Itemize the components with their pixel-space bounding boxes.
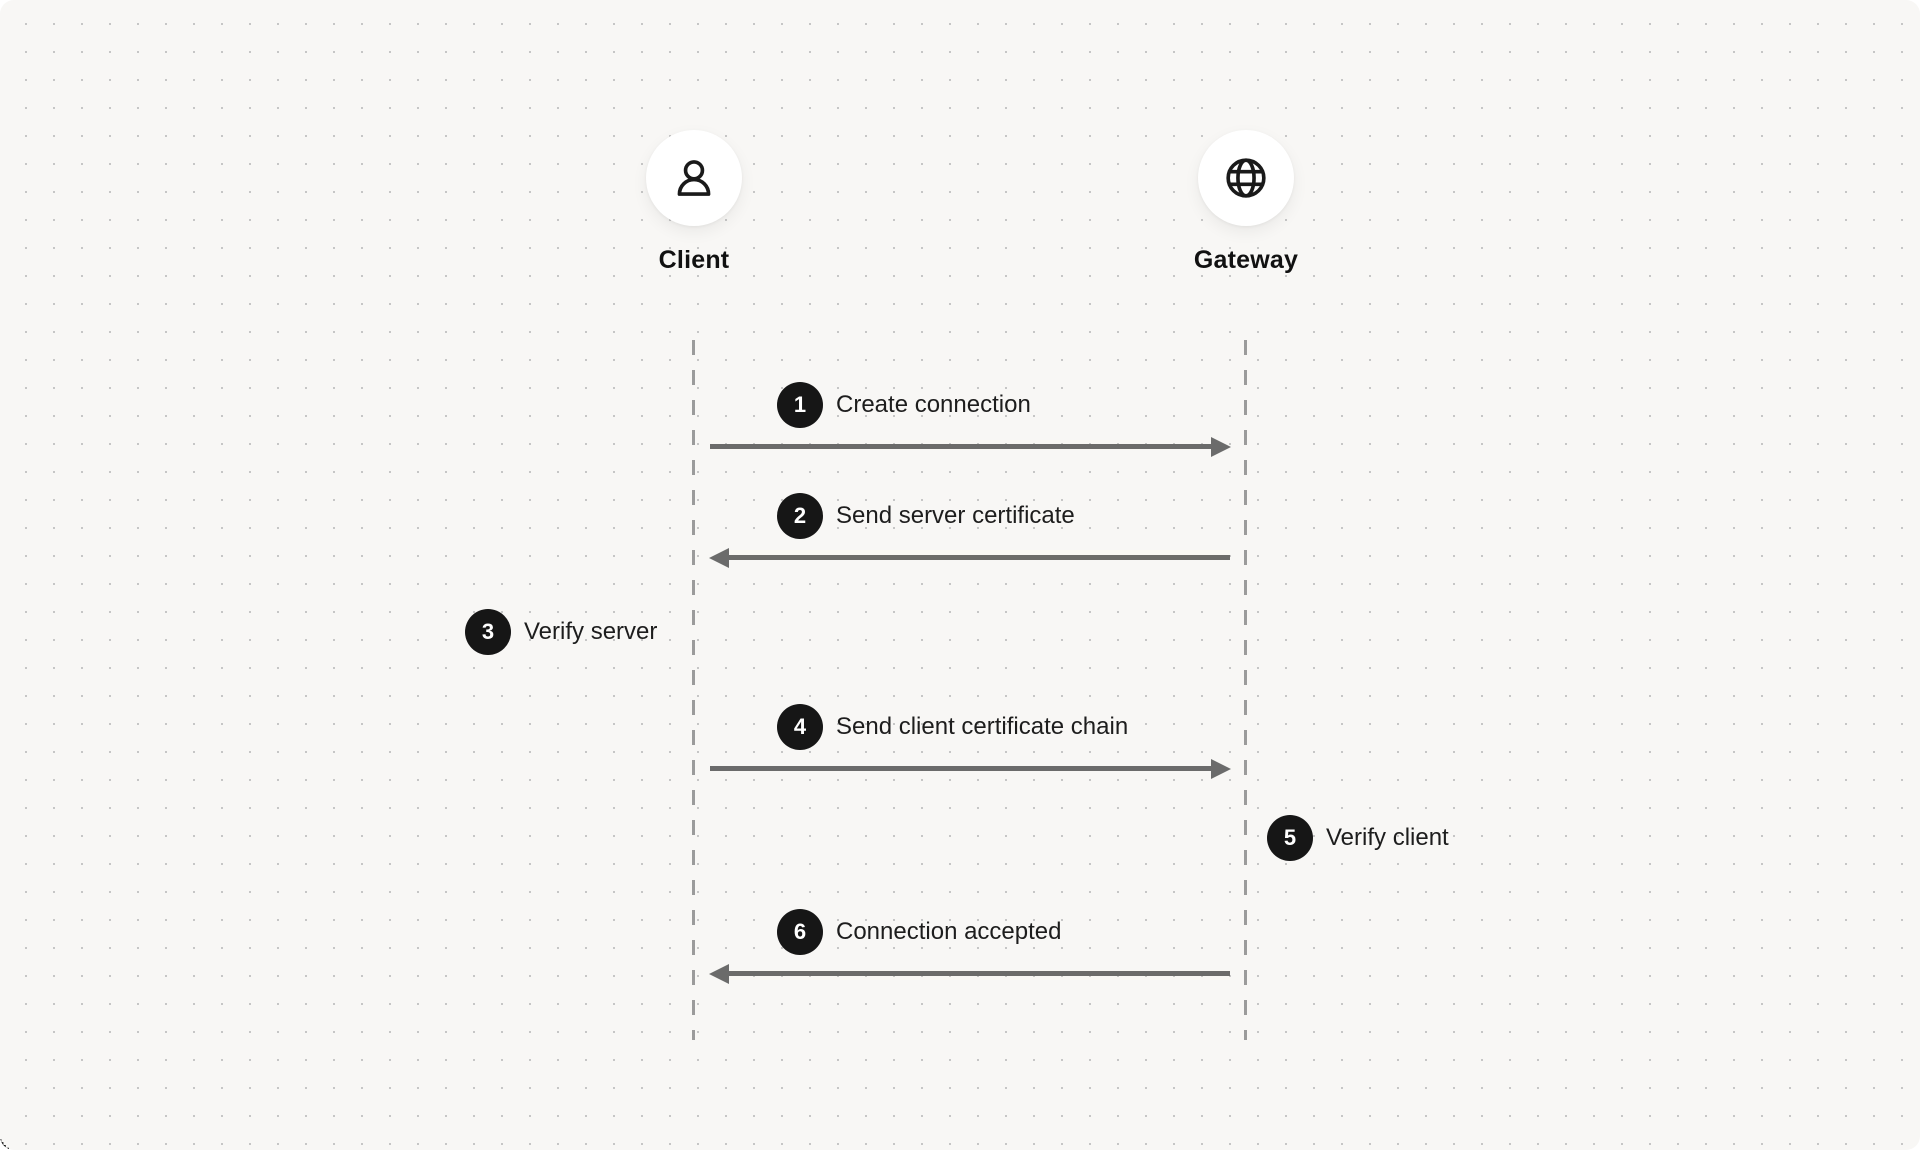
step-3-badge: 3	[465, 609, 511, 655]
step-4-badge: 4	[777, 704, 823, 750]
step-2-label: Send server certificate	[836, 502, 1075, 529]
arrowhead-left-icon	[709, 963, 729, 984]
step-6-arrow-left	[709, 963, 1230, 984]
step-1-badge: 1	[777, 382, 823, 428]
client-lifeline	[692, 340, 695, 1040]
arrowhead-left-icon	[709, 547, 729, 568]
cursor-fragment	[0, 1139, 9, 1150]
step-6-badge: 6	[777, 909, 823, 955]
step-1-label: Create connection	[836, 391, 1031, 418]
client-actor-avatar	[646, 130, 742, 226]
arrowhead-right-icon	[1211, 436, 1231, 457]
gateway-actor-avatar	[1198, 130, 1294, 226]
client-actor-label: Client	[658, 246, 730, 274]
step-5-label: Verify client	[1326, 824, 1449, 851]
gateway-actor-label: Gateway	[1193, 246, 1299, 274]
step-2-badge: 2	[777, 493, 823, 539]
step-2-arrow-left	[709, 547, 1230, 568]
step-4-arrow-right	[710, 758, 1231, 779]
user-icon	[671, 155, 717, 201]
arrowhead-right-icon	[1211, 758, 1231, 779]
globe-icon	[1223, 155, 1269, 201]
step-4-label: Send client certificate chain	[836, 713, 1129, 740]
step-3-label: Verify server	[524, 618, 658, 645]
gateway-lifeline	[1244, 340, 1247, 1040]
step-6-label: Connection accepted	[836, 918, 1062, 945]
step-5-badge: 5	[1267, 815, 1313, 861]
step-1-arrow-right	[710, 436, 1231, 457]
